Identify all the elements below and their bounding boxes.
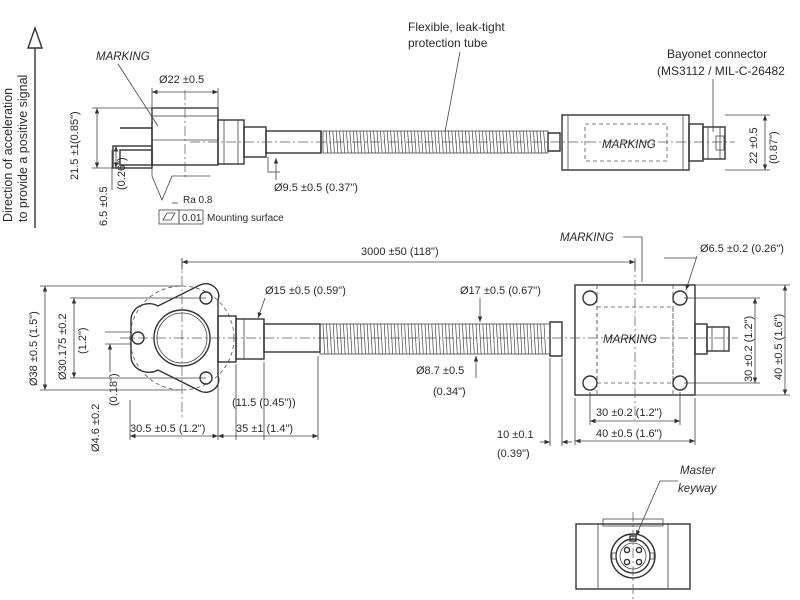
dim-bolt-circle: Ø30.175 ±0.2 <box>57 313 69 380</box>
dim-top-diameter: Ø22 ±0.5 <box>159 74 204 86</box>
direction-label-line2: to provide a positive signal <box>16 75 30 222</box>
dim-box-height-side: 22 ±0.5 <box>748 127 760 164</box>
dim-height-main-inch: (0.85") <box>69 111 81 144</box>
tube-label-line2: protection tube <box>408 36 488 50</box>
dim-flange-diameter: Ø38 ±0.5 (1.5") <box>28 311 40 386</box>
tube-corrugation <box>325 130 546 154</box>
sensor-base <box>112 145 153 169</box>
dim-total-length: 3000 ±50 (118") <box>361 246 439 258</box>
dim-tube-inner: Ø8.7 ±0.5 <box>416 365 464 377</box>
connector-label-line2: (MS3112 / MIL-C-26482 <box>657 64 785 78</box>
dim-connector-offset: 10 ±0.1 <box>497 429 534 441</box>
dim-box-width-h: 40 ±0.5 (1.6") <box>596 428 662 440</box>
box-marking-side: MARKING <box>602 139 656 151</box>
sensor-nut-top <box>235 318 265 360</box>
dim-left-offset: 30.5 ±0.5 (1.2") <box>130 423 205 435</box>
box-marking-label-top: MARKING <box>560 232 614 244</box>
dim-base-height-inch: (0.26") <box>116 157 128 190</box>
dim-bolt-circle-inch: (1.2") <box>77 327 89 354</box>
box-marking-top: MARKING <box>603 334 657 346</box>
dim-tube-outer: Ø17 ±0.5 (0.67") <box>460 285 541 297</box>
dim-tube-diameter-side: Ø9.5 ±0.5 (0.37") <box>274 182 358 194</box>
master-keyway-label-line2: keyway <box>678 483 718 495</box>
top-view <box>120 258 738 420</box>
roughness-symbol <box>151 168 210 202</box>
tube-label-line1: Flexible, leak-tight <box>408 20 505 34</box>
bayonet-connector-top <box>706 326 730 352</box>
side-view <box>112 90 735 178</box>
dim-nut-length: 35 ±1 (1.4") <box>236 423 293 435</box>
dim-tube-inner-inch: (0.34") <box>433 386 466 398</box>
marking-label-side: MARKING <box>96 51 150 63</box>
direction-label-line1: Direction of acceleration <box>1 88 15 222</box>
dim-hole-spacing-h: 30 ±0.2 (1.2") <box>596 407 662 419</box>
dim-hole-spacing-v: 30 ±0.2 (1.2") <box>743 316 755 382</box>
tube-corrugation <box>322 323 547 355</box>
bayonet-connector-side <box>702 126 726 160</box>
dim-base-height: 6.5 ±0.5 <box>98 186 110 226</box>
mounting-surface-label: Mounting surface <box>207 213 284 224</box>
flatness-value: 0.01 <box>182 213 202 224</box>
dim-box-height-side-inch: (0.87") <box>768 131 780 164</box>
flatness-symbol-box <box>158 209 180 225</box>
dim-mount-hole: Ø6.5 ±0.2 (0.26") <box>700 243 784 255</box>
dim-body-diameter: Ø15 ±0.5 (0.59") <box>265 285 346 297</box>
connector-end-view <box>575 512 691 600</box>
dim-connector-offset-inch: (0.39") <box>497 448 530 460</box>
dim-hole-diameter-inch: (0.18") <box>108 373 120 406</box>
dim-height-main: 21.5 ±1 <box>69 143 81 180</box>
master-keyway-label-line1: Master <box>680 465 716 477</box>
dim-hole-diameter: Ø4.6 ±0.2 <box>90 404 102 452</box>
acceleration-direction-arrow <box>27 25 43 228</box>
roughness-value: Ra 0.8 <box>183 195 213 206</box>
box-hole-3 <box>582 375 598 391</box>
connector-label-line1: Bayonet connector <box>667 47 767 61</box>
box-hole-1 <box>582 290 598 306</box>
dim-box-height-v: 40 ±0.5 (1.6") <box>773 314 785 380</box>
